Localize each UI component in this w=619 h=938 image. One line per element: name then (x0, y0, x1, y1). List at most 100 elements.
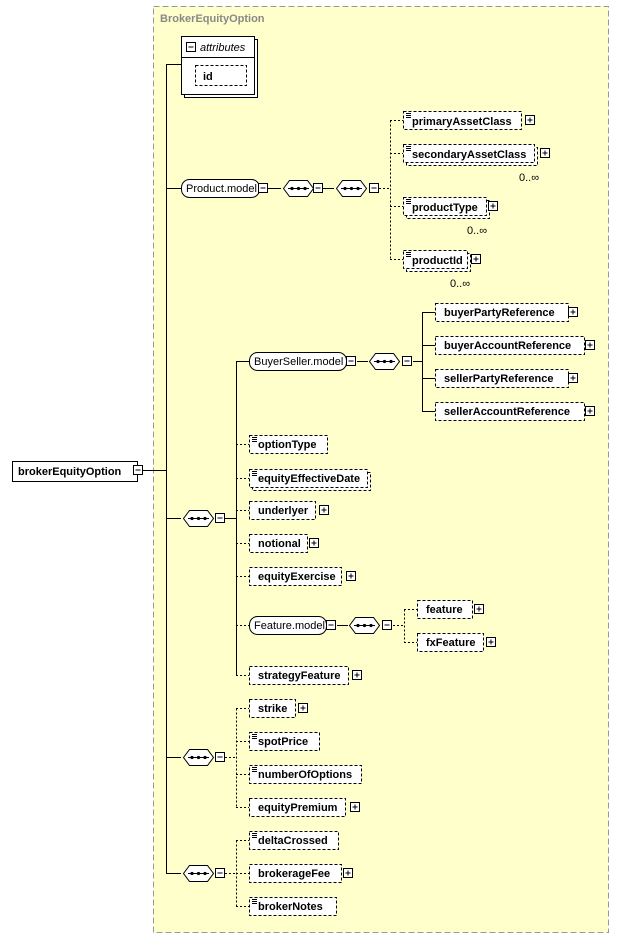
element-product-type[interactable]: productType 0..∞ (403, 197, 498, 238)
fee-sequence-collapse-icon[interactable] (215, 868, 225, 878)
element-strategy-feature[interactable]: strategyFeature (249, 666, 362, 685)
element-brokerage-fee[interactable]: brokerageFee (249, 864, 353, 883)
element-label: equityExercise (258, 571, 336, 583)
main-sequence-compositor[interactable] (182, 510, 225, 527)
expand-icon[interactable] (488, 201, 498, 211)
element-notional[interactable]: notional (249, 534, 319, 553)
buyer-seller-sequence-compositor[interactable] (368, 353, 412, 370)
element-product-id[interactable]: productId 0..∞ (403, 250, 481, 291)
fee-sequence-compositor[interactable] (182, 865, 225, 882)
attributes-title: attributes (200, 42, 246, 54)
feature-model-group[interactable]: Feature.model (249, 616, 336, 635)
strike-sequence-compositor[interactable] (182, 749, 225, 766)
feature-choice-collapse-icon[interactable] (382, 620, 392, 630)
strike-sequence-collapse-icon[interactable] (215, 752, 225, 762)
element-strike[interactable]: strike (249, 699, 308, 718)
element-label: notional (258, 538, 301, 550)
expand-icon[interactable] (471, 254, 481, 264)
dashed-connectors (379, 120, 403, 260)
element-equity-premium[interactable]: equityPremium (249, 798, 360, 817)
expand-icon[interactable] (540, 148, 550, 158)
feature-model-collapse-icon[interactable] (326, 620, 336, 630)
complex-type-frame: BrokerEquityOption (153, 6, 609, 933)
connector-lines (143, 64, 334, 874)
expand-icon[interactable] (346, 571, 356, 581)
complex-type-title: BrokerEquityOption (160, 13, 265, 25)
element-label: fxFeature (426, 637, 476, 649)
element-label: brokerNotes (258, 901, 323, 913)
product-model-label: Product.model (186, 183, 257, 195)
root-element-label: brokerEquityOption (18, 466, 122, 478)
element-equity-effective-date[interactable]: equityEffectiveDate (249, 469, 371, 491)
element-option-type[interactable]: optionType (249, 435, 328, 454)
expand-icon[interactable] (585, 406, 595, 416)
solid-connectors-2 (225, 312, 435, 676)
expand-icon[interactable] (486, 637, 496, 647)
element-number-of-options[interactable]: numberOfOptions (249, 765, 362, 784)
element-label: spotPrice (258, 736, 308, 748)
buyer-seller-model-label: BuyerSeller.model (254, 356, 343, 368)
element-label: buyerPartyReference (444, 307, 555, 319)
cardinality-label: 0..∞ (467, 225, 487, 237)
product-sequence-collapse-icon[interactable] (313, 183, 323, 193)
expand-icon[interactable] (474, 604, 484, 614)
element-label: equityPremium (258, 802, 338, 814)
element-primary-asset-class[interactable]: primaryAssetClass (403, 111, 535, 130)
element-label: productId (412, 255, 463, 267)
element-label: sellerAccountReference (444, 406, 570, 418)
product-model-collapse-icon[interactable] (258, 183, 268, 193)
main-sequence-collapse-icon[interactable] (215, 513, 225, 523)
element-feature[interactable]: feature (417, 600, 484, 619)
attribute-id-label: id (203, 71, 213, 83)
element-label: numberOfOptions (258, 769, 352, 781)
root-collapse-icon[interactable] (133, 465, 143, 475)
attribute-id[interactable] (195, 65, 247, 86)
cardinality-label: 0..∞ (450, 278, 470, 290)
expand-icon[interactable] (309, 538, 319, 548)
cardinality-label: 0..∞ (519, 172, 539, 184)
element-label: productType (412, 202, 478, 214)
element-seller-account-reference[interactable]: sellerAccountReference (435, 402, 595, 421)
element-label: underlyer (258, 505, 309, 517)
element-underlyer[interactable]: underlyer (249, 501, 329, 520)
dashed-connectors-2 (225, 444, 417, 907)
element-fx-feature[interactable]: fxFeature (417, 633, 496, 652)
expand-icon[interactable] (352, 670, 362, 680)
element-broker-notes[interactable]: brokerNotes (249, 897, 337, 916)
product-model-group[interactable]: Product.model (181, 179, 268, 198)
element-secondary-asset-class[interactable]: secondaryAssetClass 0..∞ (403, 144, 550, 185)
element-seller-party-reference[interactable]: sellerPartyReference (435, 369, 578, 388)
element-label: equityEffectiveDate (258, 473, 360, 485)
buyer-seller-sequence-collapse-icon[interactable] (402, 356, 412, 366)
attributes-collapse-icon[interactable] (186, 42, 196, 52)
element-label: sellerPartyReference (444, 373, 553, 385)
expand-icon[interactable] (319, 505, 329, 515)
expand-icon[interactable] (343, 868, 353, 878)
feature-model-label: Feature.model (254, 620, 325, 632)
product-inner-sequence-compositor[interactable] (335, 180, 379, 197)
product-inner-collapse-icon[interactable] (369, 183, 379, 193)
element-delta-crossed[interactable]: deltaCrossed (249, 831, 339, 850)
element-spot-price[interactable]: spotPrice (249, 732, 320, 751)
element-label: deltaCrossed (258, 835, 328, 847)
element-buyer-account-reference[interactable]: buyerAccountReference (435, 336, 595, 355)
element-equity-exercise[interactable]: equityExercise (249, 567, 356, 586)
expand-icon[interactable] (298, 703, 308, 713)
expand-icon[interactable] (568, 373, 578, 383)
element-label: feature (426, 604, 463, 616)
buyer-seller-model-group[interactable]: BuyerSeller.model (249, 352, 356, 371)
expand-icon[interactable] (585, 340, 595, 350)
product-sequence-compositor[interactable] (282, 180, 323, 197)
buyer-seller-collapse-icon[interactable] (346, 356, 356, 366)
element-label: secondaryAssetClass (412, 149, 526, 161)
expand-icon[interactable] (525, 115, 535, 125)
expand-icon[interactable] (350, 802, 360, 812)
root-element[interactable]: brokerEquityOption (12, 461, 143, 482)
element-label: strike (258, 703, 287, 715)
element-label: brokerageFee (258, 868, 330, 880)
element-label: buyerAccountReference (444, 340, 571, 352)
feature-choice-compositor[interactable] (348, 617, 392, 634)
element-buyer-party-reference[interactable]: buyerPartyReference (435, 303, 578, 322)
expand-icon[interactable] (568, 307, 578, 317)
